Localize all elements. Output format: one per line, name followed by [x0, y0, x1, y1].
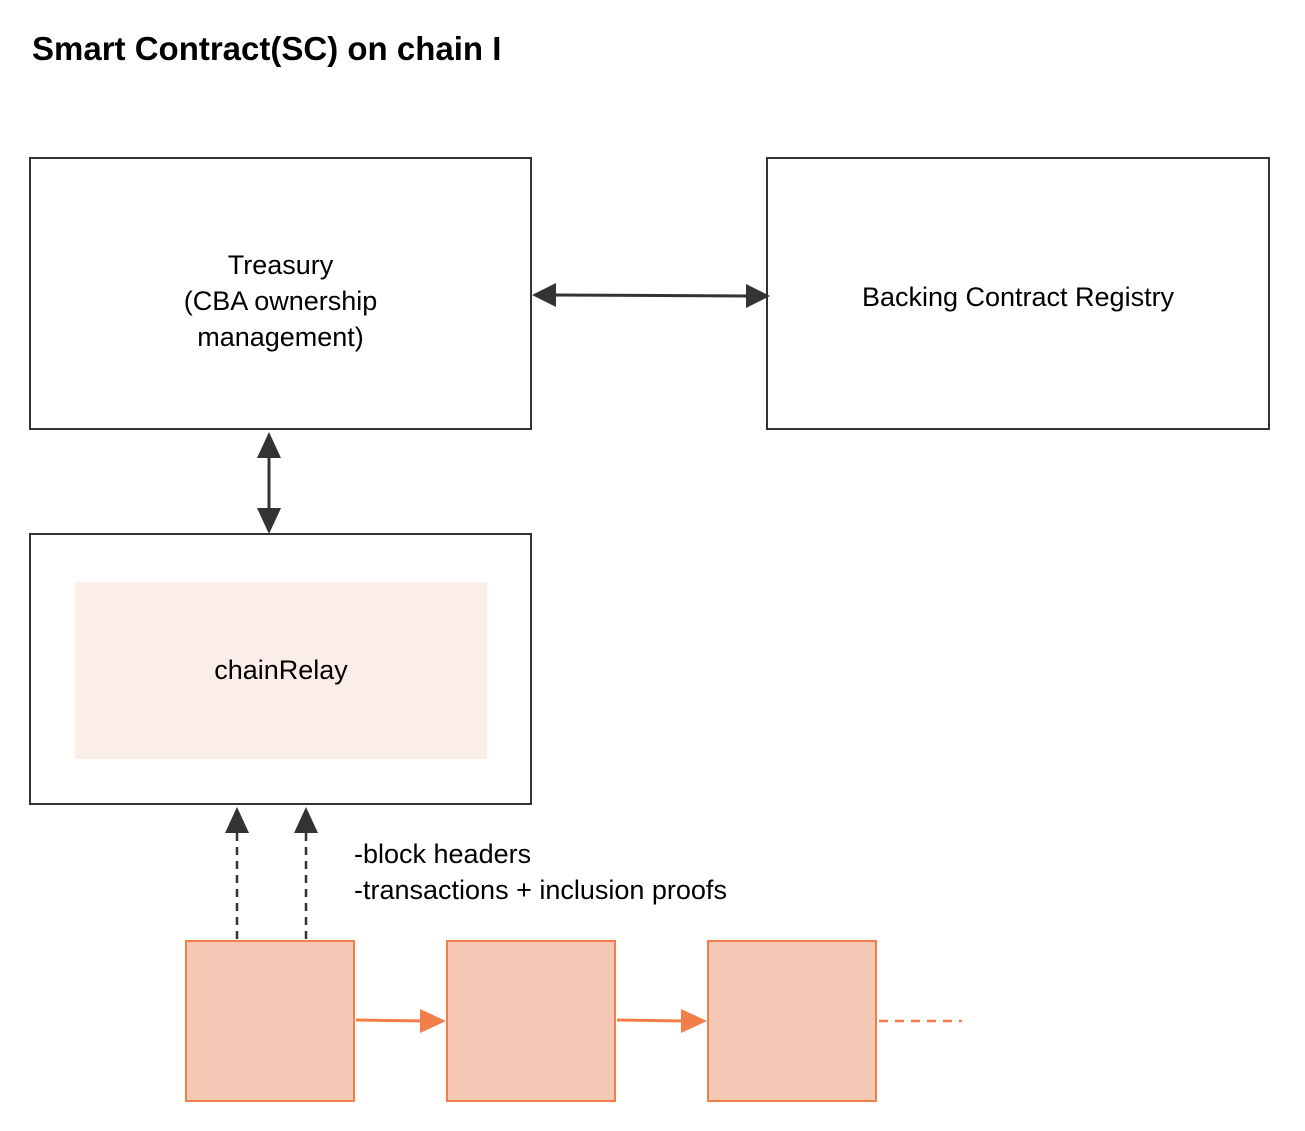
relay-inputs-annotation: -block headers -transactions + inclusion… [354, 836, 727, 908]
annotation-block-headers: -block headers [354, 839, 532, 869]
arrowhead-left-icon [532, 283, 556, 307]
diagram-title: Smart Contract(SC) on chain I [32, 30, 502, 67]
arrowhead-right-icon [681, 1009, 707, 1033]
treasury-relay-arrow [257, 432, 281, 534]
chain-relay-box: chainRelay [75, 582, 487, 759]
registry-label: Backing Contract Registry [861, 282, 1175, 312]
treasury-registry-arrow [532, 283, 770, 308]
treasury-label-line1: Treasury [227, 250, 334, 280]
arrowhead-down-icon [257, 508, 281, 534]
chain-block-3 [707, 940, 877, 1102]
chain-block-2 [446, 940, 616, 1102]
treasury-label: Treasury (CBA ownership management) [31, 247, 530, 355]
arrowhead-up-icon [294, 807, 318, 833]
arrowhead-up-icon [225, 807, 249, 833]
chain-block-1 [185, 940, 355, 1102]
arrowhead-up-icon [257, 432, 281, 458]
block-to-relay-arrow-1 [225, 807, 249, 940]
annotation-transactions: -transactions + inclusion proofs [354, 875, 727, 905]
relay-container-box: chainRelay [29, 533, 532, 805]
arrowhead-right-icon [746, 284, 770, 308]
chain-relay-label: chainRelay [214, 655, 348, 685]
treasury-label-line2: (CBA ownership [183, 286, 378, 316]
treasury-label-line3: management) [197, 322, 364, 352]
chain-link-1-2 [355, 1009, 446, 1033]
chain-link-2-3 [616, 1009, 707, 1033]
registry-box: Backing Contract Registry [766, 157, 1270, 430]
treasury-box: Treasury (CBA ownership management) [29, 157, 532, 430]
arrowhead-right-icon [420, 1009, 446, 1033]
block-to-relay-arrow-2 [294, 807, 318, 940]
